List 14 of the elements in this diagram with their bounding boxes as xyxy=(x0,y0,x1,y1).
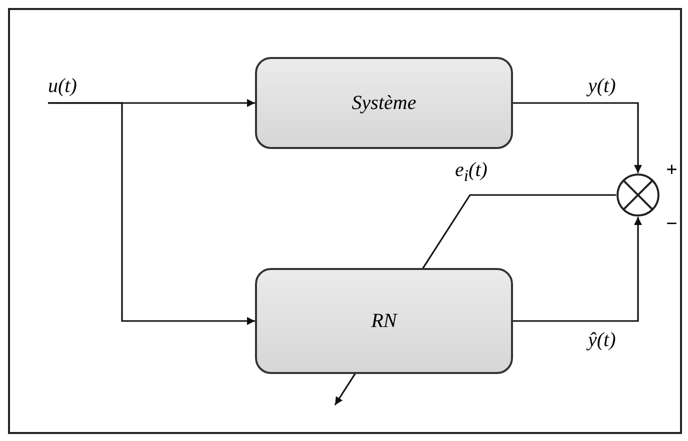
signal-label: e$_{i}$(t) xyxy=(455,160,488,185)
arrow xyxy=(513,102,642,173)
process-box xyxy=(255,268,513,374)
process-box xyxy=(255,57,513,149)
arrow xyxy=(48,102,255,325)
sign-label: + xyxy=(666,160,678,180)
arrow xyxy=(513,217,642,322)
sign-label: − xyxy=(666,214,678,234)
signal-label: ŷ(t) xyxy=(588,330,616,350)
signal-label: y(t) xyxy=(588,76,616,96)
block-label: RN xyxy=(371,311,397,331)
summing-junction xyxy=(616,173,660,217)
signal-label: u(t) xyxy=(48,76,118,103)
block-label: Système xyxy=(352,93,416,113)
